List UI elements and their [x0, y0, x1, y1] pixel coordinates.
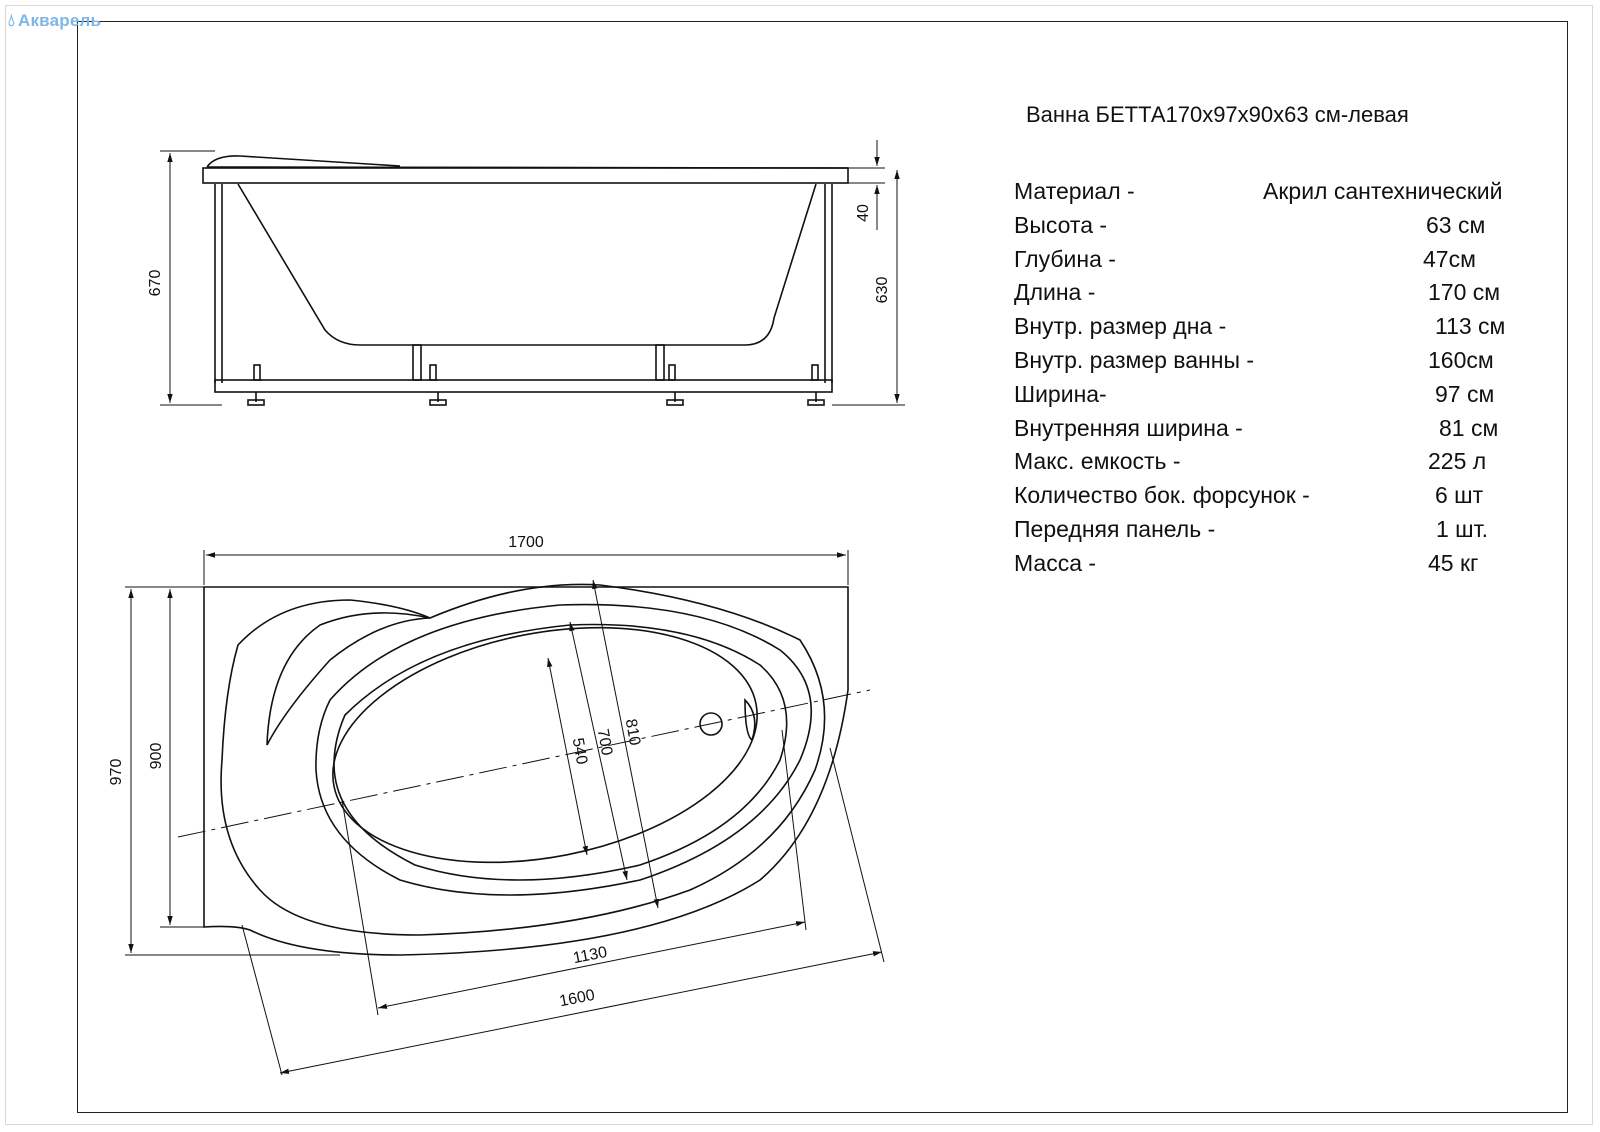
top-bowl-rim-inner: [315, 603, 812, 896]
side-view: [202, 155, 849, 406]
spec-value: 97 см: [1435, 380, 1495, 407]
top-dimensions: [125, 550, 885, 1076]
spec-label: Количество бок. форсунок -: [1014, 482, 1310, 509]
spec-label: Внутр. размер дна -: [1014, 313, 1227, 340]
dim-label-1130: 1130: [572, 944, 609, 967]
dim-label-670: 670: [147, 270, 164, 297]
spec-value: 225 л: [1428, 448, 1487, 475]
spec-value: 1 шт.: [1436, 515, 1489, 542]
dim-label-1600: 1600: [558, 987, 596, 1010]
dim-label-540: 540: [569, 737, 590, 766]
drawing-title: Ванна БЕТТА170х97х90х63 см-левая: [1026, 102, 1409, 127]
spec-value: 47см: [1423, 245, 1476, 272]
overflow-icon: [744, 698, 756, 742]
spec-value: Акрил сантехнический: [1263, 178, 1503, 204]
spec-value: 160см: [1428, 346, 1494, 373]
dim-label-970: 970: [108, 759, 125, 786]
spec-label: Внутр. размер ванны -: [1014, 346, 1255, 373]
side-frame-base: [214, 379, 833, 393]
spec-value: 45 кг: [1428, 549, 1479, 576]
spec-label: Ширина-: [1014, 380, 1107, 407]
side-foot: [807, 392, 825, 406]
spec-value: 81 см: [1439, 414, 1499, 441]
spec-value: 6 шт: [1435, 482, 1484, 509]
top-view: [203, 583, 849, 956]
top-centerline: [177, 689, 871, 838]
side-support: [655, 344, 665, 381]
side-tub-body: [237, 183, 817, 346]
spec-label: Внутренняя ширина -: [1014, 414, 1243, 441]
dim-label-810: 810: [622, 718, 643, 747]
side-dimensions: [160, 140, 905, 406]
spec-label: Передняя панель -: [1014, 515, 1216, 542]
side-foot: [429, 392, 447, 406]
spec-value: 113 см: [1435, 313, 1506, 340]
top-bowl-rim-outer: [220, 583, 826, 936]
side-foot: [247, 392, 265, 406]
drawing-frame: [77, 21, 1568, 1113]
side-support: [811, 364, 819, 381]
spec-label: Высота -: [1014, 211, 1108, 238]
side-foot: [666, 392, 684, 406]
spec-label: Масса -: [1014, 549, 1097, 576]
watermark-text: Акварель: [18, 11, 102, 30]
spec-label: Макс. емкость -: [1014, 448, 1181, 475]
spec-label: Глубина -: [1014, 245, 1116, 272]
dim-label-1700: 1700: [508, 534, 544, 551]
water-drop-icon: 💧︎: [8, 11, 15, 30]
side-headrest: [206, 155, 401, 168]
dim-label-40: 40: [855, 204, 872, 222]
outer-border: [5, 5, 1593, 1125]
spec-label: Материал -: [1014, 178, 1135, 204]
dim-line-1600: [279, 951, 883, 1074]
side-support: [253, 364, 261, 381]
side-support: [412, 344, 422, 381]
spec-value: 170 см: [1428, 279, 1501, 306]
side-support: [429, 364, 437, 381]
side-support: [668, 364, 676, 381]
spec-label: Длина -: [1014, 279, 1096, 306]
dim-line-810: [592, 579, 659, 909]
top-bowl-contour: [333, 623, 788, 881]
side-rim: [202, 167, 849, 184]
top-headrest: [266, 612, 431, 746]
watermark-logo: 💧︎Акварель: [8, 11, 101, 31]
spec-value: 63 см: [1426, 211, 1486, 238]
dim-label-900: 900: [148, 743, 165, 770]
drain-icon: [699, 712, 723, 736]
dim-label-630: 630: [874, 277, 891, 304]
dim-label-700: 700: [594, 728, 615, 757]
